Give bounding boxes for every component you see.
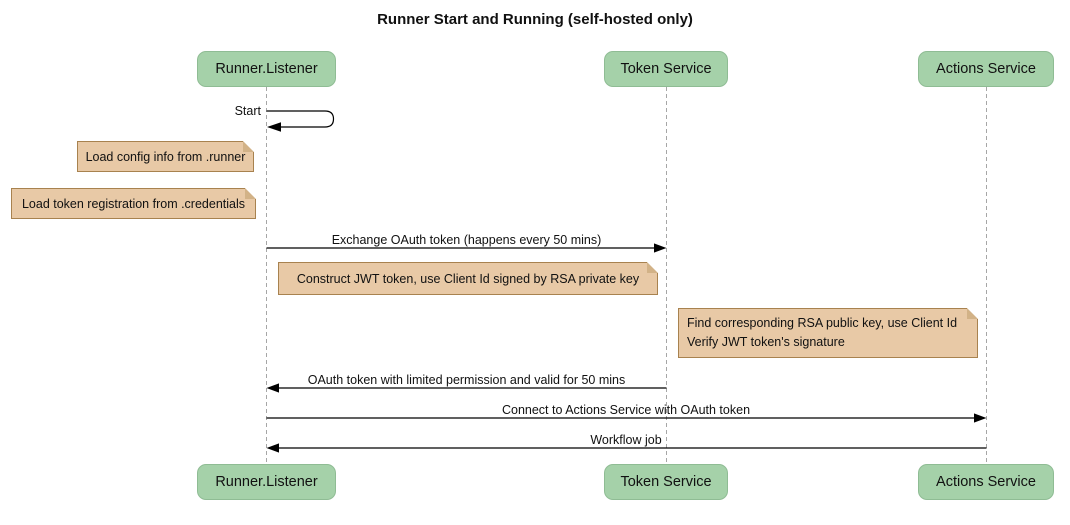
note-text: Load config info from .runner: [85, 149, 246, 164]
message-exchange-oauth-arrowhead: [654, 243, 667, 253]
participant-label: Actions Service: [936, 61, 1036, 77]
participant-actions-service-bottom: Actions Service: [918, 464, 1054, 500]
participant-token-service-bottom: Token Service: [604, 464, 728, 500]
participant-label: Token Service: [620, 474, 712, 490]
message-oauth-return-arrowhead: [266, 383, 279, 393]
message-label-exchange-oauth: Exchange OAuth token (happens every 50 m…: [331, 233, 602, 247]
self-message-start-line: [266, 110, 335, 128]
note-load-config: Load config info from .runner: [77, 141, 254, 172]
message-label-oauth-return: OAuth token with limited permission and …: [307, 373, 626, 387]
participant-token-service-top: Token Service: [604, 51, 728, 87]
participant-runner-listener-top: Runner.Listener: [197, 51, 336, 87]
participant-label: Runner.Listener: [215, 474, 318, 490]
participant-label: Actions Service: [936, 474, 1036, 490]
note-text: Load token registration from .credential…: [21, 196, 246, 211]
participant-runner-listener-bottom: Runner.Listener: [197, 464, 336, 500]
note-text-line-1: Find corresponding RSA public key, use C…: [687, 316, 958, 330]
participant-label: Token Service: [620, 61, 712, 77]
message-label-start: Start: [234, 104, 261, 118]
note-load-token-registration: Load token registration from .credential…: [11, 188, 256, 219]
message-connect-arrowhead: [974, 413, 987, 423]
diagram-title: Runner Start and Running (self-hosted on…: [377, 11, 693, 28]
self-message-start-arrowhead: [267, 122, 281, 132]
message-workflow-job-arrowhead: [266, 443, 279, 453]
note-text: Construct JWT token, use Client Id signe…: [296, 271, 640, 286]
note-construct-jwt: Construct JWT token, use Client Id signe…: [278, 262, 658, 295]
message-label-connect: Connect to Actions Service with OAuth to…: [501, 403, 751, 417]
participant-actions-service-top: Actions Service: [918, 51, 1054, 87]
participant-label: Runner.Listener: [215, 61, 318, 77]
note-verify-jwt: Find corresponding RSA public key, use C…: [678, 308, 978, 358]
message-label-workflow-job: Workflow job: [590, 433, 662, 447]
note-text-line-2: Verify JWT token's signature: [687, 335, 845, 349]
